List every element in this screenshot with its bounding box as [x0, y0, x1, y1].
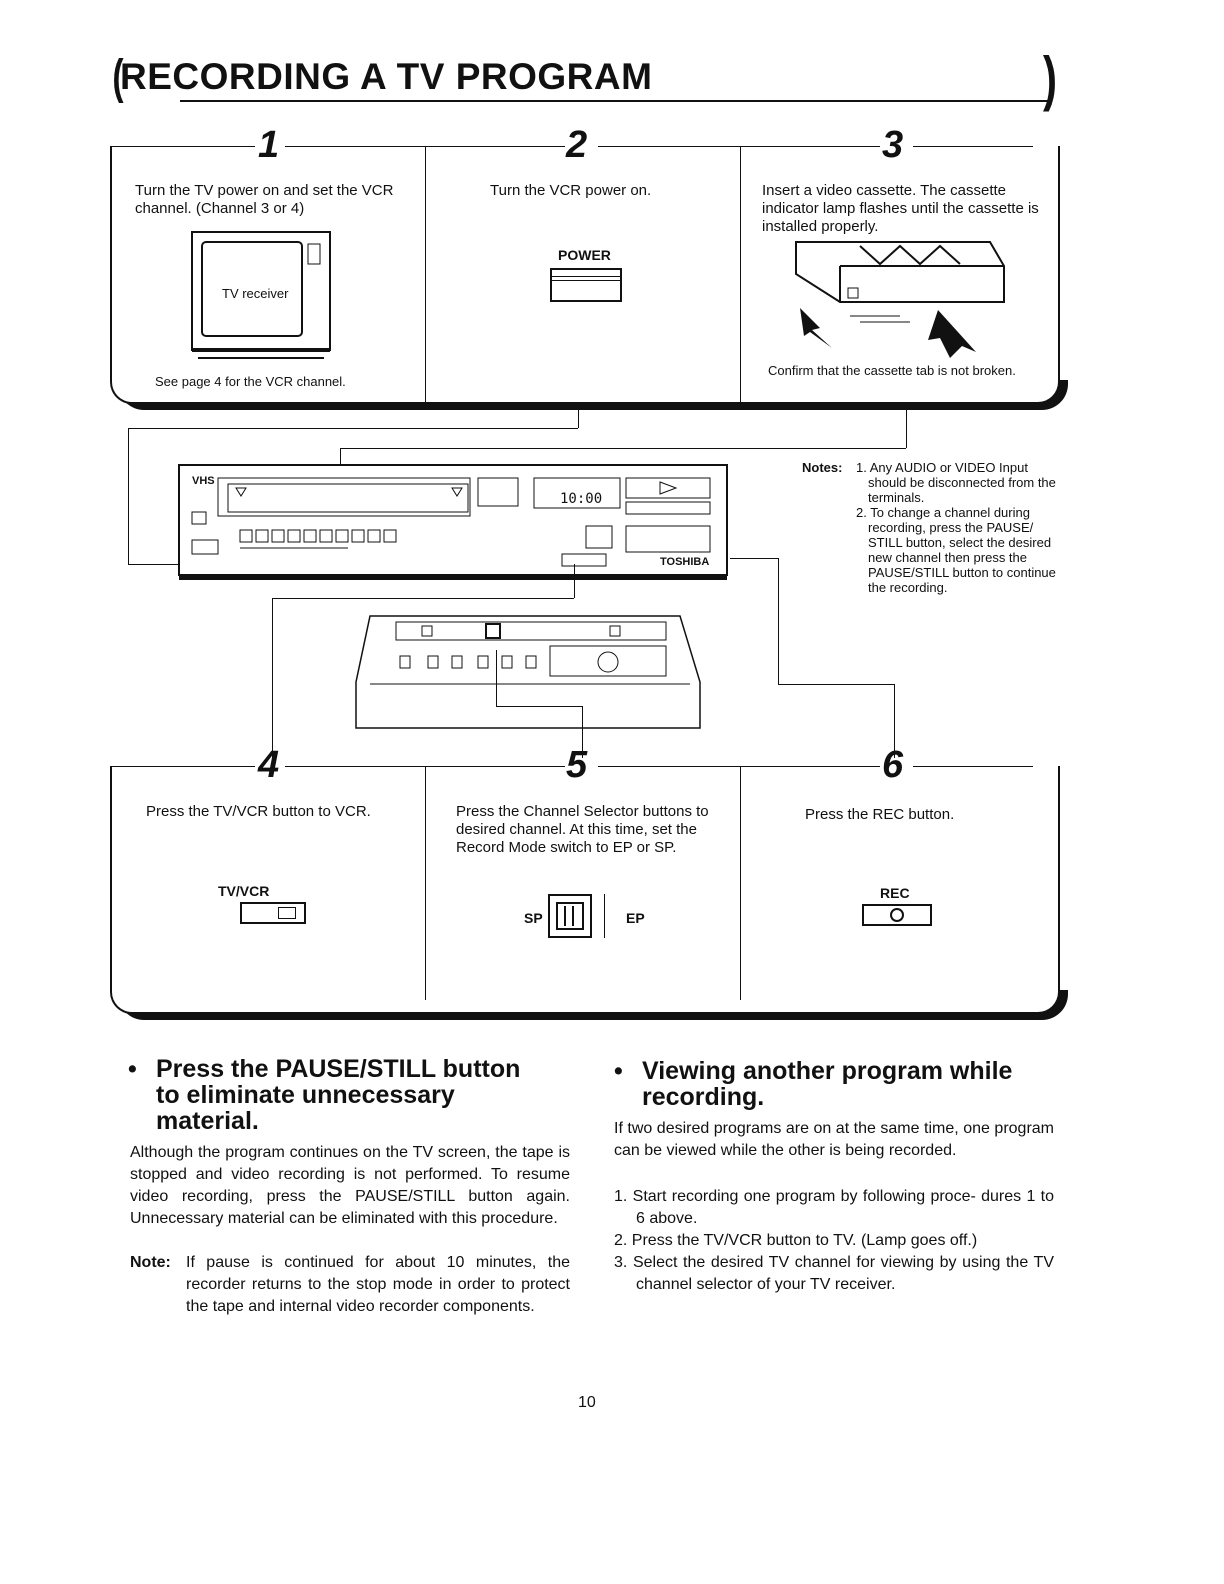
vcr-control-panel: [355, 615, 701, 729]
vcr-display: 10:00: [560, 491, 603, 507]
tv-vcr-lamp-icon: [278, 907, 296, 919]
notes-label: Notes:: [802, 460, 843, 475]
right-section-bullet: •: [614, 1057, 623, 1085]
step-2-text: Turn the VCR power on.: [490, 182, 652, 199]
left-note-text: If pause is continued for about 10 minut…: [186, 1254, 570, 1315]
step-1-number: 1: [258, 124, 280, 166]
record-mode-switch[interactable]: [548, 894, 592, 938]
step-6-text: Press the REC button.: [805, 806, 955, 823]
step-2-number: 2: [566, 124, 588, 166]
right-list-item-1: 1. Start recording one program by follow…: [614, 1188, 1054, 1227]
step-6-number: 6: [882, 744, 904, 786]
step-4-text: Press the TV/VCR button to VCR.: [146, 803, 371, 820]
rec-label: REC: [880, 885, 910, 901]
left-section-heading: Press the PAUSE/STILL button to eliminat…: [156, 1055, 521, 1135]
tv-receiver-illustration: [191, 231, 331, 359]
notes-block: Notes: 1. Any AUDIO or VIDEO Input shoul…: [802, 460, 1062, 595]
title-bracket-right: ): [1042, 45, 1057, 112]
step-1-footnote: See page 4 for the VCR channel.: [155, 374, 346, 389]
right-section-heading: Viewing another program while recording.: [642, 1057, 1013, 1111]
sp-label: SP: [524, 910, 543, 926]
title-underline: [180, 100, 1050, 102]
rec-button[interactable]: [862, 904, 932, 926]
page-title: RECORDING A TV PROGRAM: [120, 56, 653, 97]
tv-receiver-label: TV receiver: [222, 286, 289, 301]
step-3-footnote: Confirm that the cassette tab is not bro…: [768, 363, 1016, 378]
steps-bottom-panel: [110, 766, 1060, 1014]
step-3-text: Insert a video cassette. The cassette in…: [762, 182, 1039, 235]
step-5-text: Press the Channel Selector buttons to de…: [456, 803, 709, 856]
left-section-bullet: •: [128, 1055, 137, 1083]
power-button[interactable]: [550, 268, 622, 302]
step-3-number: 3: [882, 124, 904, 166]
note-item-1: 1. Any AUDIO or VIDEO Input should be di…: [856, 460, 1056, 505]
vcr-front-panel: [178, 464, 728, 580]
vcr-brand: TOSHIBA: [660, 556, 710, 568]
rec-circle-icon: [890, 908, 904, 922]
title-bracket-left: (: [112, 51, 124, 104]
tv-vcr-button[interactable]: [240, 902, 306, 924]
page-number: 10: [578, 1394, 596, 1411]
right-list-item-2: 2. Press the TV/VCR button to TV. (Lamp …: [614, 1232, 978, 1249]
tv-vcr-label: TV/VCR: [218, 883, 270, 899]
step-1-text: Turn the TV power on and set the VCR cha…: [135, 182, 394, 217]
right-list-item-3: 3. Select the desired TV channel for vie…: [614, 1254, 1054, 1293]
ep-label: EP: [626, 910, 645, 926]
vhs-logo: VHS: [192, 475, 215, 487]
note-item-2: 2. To change a channel during recording,…: [856, 505, 1056, 595]
left-note-label: Note:: [130, 1254, 171, 1271]
step-4-number: 4: [258, 744, 280, 786]
cassette-illustration: [795, 241, 1005, 358]
left-section-body: Although the program continues on the TV…: [130, 1144, 570, 1227]
right-section-body: If two desired programs are on at the sa…: [614, 1120, 1054, 1159]
power-label: POWER: [558, 247, 611, 263]
step-5-number: 5: [566, 744, 588, 786]
